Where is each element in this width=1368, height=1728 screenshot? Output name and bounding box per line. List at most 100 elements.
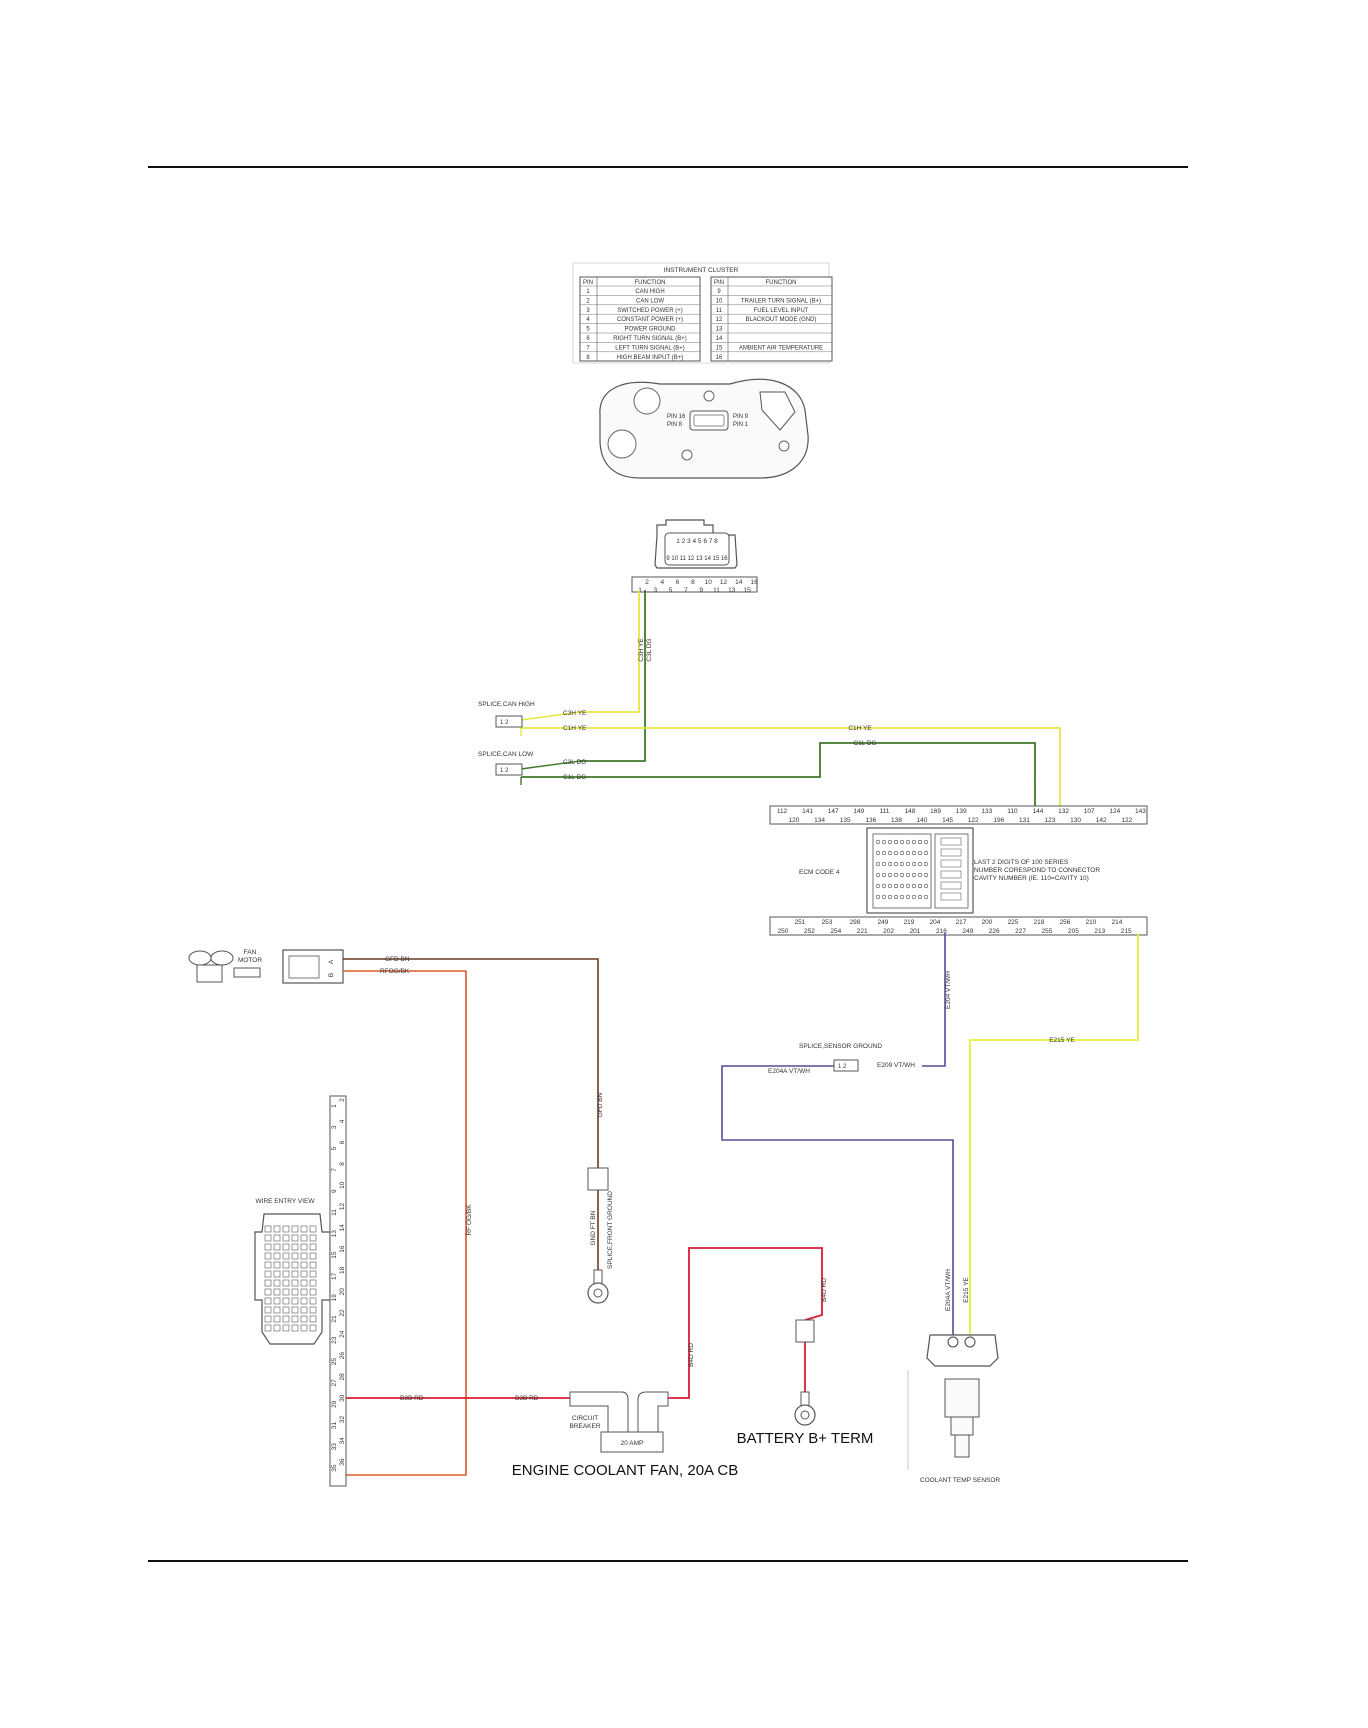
ecm-cavity xyxy=(905,883,911,889)
ecm-cavity xyxy=(911,883,917,889)
ecm-cavity xyxy=(899,883,905,889)
c1l-splice-label: C1L DG xyxy=(563,774,586,781)
wire-entry-cavity xyxy=(264,1234,272,1242)
ecm-cavity xyxy=(899,850,905,856)
c3l-wire-label: C3L DG xyxy=(646,638,653,661)
ecm-bottom-pin: 225 xyxy=(1008,919,1019,926)
e204a-sensor-label: E204A VT/WH xyxy=(945,1269,952,1311)
ecm-bottom-pin: 202 xyxy=(883,928,894,935)
cluster-table-title: INSTRUMENT CLUSTER xyxy=(664,267,739,274)
wire-entry-cavity xyxy=(264,1315,272,1323)
c3l-splice-label: C3L DG xyxy=(563,759,586,766)
wire-entry-connector: WIRE ENTRY VIEW 135791113151719212325272… xyxy=(254,1095,347,1487)
ecm-top-pin: 120 xyxy=(789,817,800,824)
ecm-cavity xyxy=(917,861,923,867)
ecm-cavity xyxy=(875,861,881,867)
cluster-strip-pin-even: 6 xyxy=(676,579,680,586)
ecm-top-pin: 145 xyxy=(942,817,953,824)
wire-entry-cavity xyxy=(282,1261,290,1269)
pin-16-label: PIN 16 xyxy=(667,414,686,420)
wire-entry-cavity xyxy=(309,1297,317,1305)
b3b-left-label: B3B RD xyxy=(400,1395,424,1402)
wire-entry-cavity xyxy=(300,1243,308,1251)
wire-entry-cavity xyxy=(309,1243,317,1251)
wire-entry-cavity xyxy=(264,1297,272,1305)
ecm-top-pin: 149 xyxy=(853,808,864,815)
ecm-cavity xyxy=(875,850,881,856)
e204a-left-label: E204A VT/WH xyxy=(768,1068,810,1075)
wire-entry-pin-even: 32 xyxy=(339,1416,346,1424)
ecm-cavity xyxy=(875,894,881,900)
wire-entry-cavity xyxy=(273,1297,281,1305)
circuit-breaker: 20 AMP CIRCUIT BREAKER xyxy=(569,1391,669,1453)
wire-entry-pin-even: 6 xyxy=(339,1140,346,1144)
ecm-bottom-pin: 205 xyxy=(1068,928,1079,935)
wire-entry-pin-even: 4 xyxy=(339,1119,346,1123)
wire-entry-cavity xyxy=(291,1243,299,1251)
battery-caption: BATTERY B+ TERM xyxy=(737,1430,874,1447)
wire-entry-cavity xyxy=(291,1297,299,1305)
wire-entry-pin-even: 12 xyxy=(339,1203,346,1211)
wire-entry-cavity xyxy=(291,1270,299,1278)
c3h-wire-label: C3H YE xyxy=(638,638,645,662)
gfd-top-label: GFD BN xyxy=(385,956,410,963)
ecm-top-pin: 111 xyxy=(879,808,889,815)
ecm-cavity xyxy=(893,850,899,856)
ecm-top-pin: 122 xyxy=(968,817,979,824)
wire-entry-cavity xyxy=(291,1306,299,1314)
wire-entry-cavity xyxy=(273,1270,281,1278)
ecm-cavity xyxy=(875,839,881,845)
breaker-label-2: BREAKER xyxy=(569,1423,600,1430)
cluster-left-pin: 6 xyxy=(586,336,590,342)
wire-entry-cavity xyxy=(273,1279,281,1287)
wire-entry-view-label: WIRE ENTRY VIEW xyxy=(256,1198,316,1205)
ecm-cavity xyxy=(875,883,881,889)
pin-8-label: PIN 8 xyxy=(667,422,683,428)
wire-entry-pin-odd: 19 xyxy=(331,1294,338,1302)
ecm-cavity xyxy=(917,894,923,900)
ecm-cavity xyxy=(917,883,923,889)
wire-entry-pin-even: 24 xyxy=(339,1330,346,1338)
wire-entry-cavity xyxy=(291,1225,299,1233)
ecm-bottom-pin: 251 xyxy=(795,919,806,926)
splice-can-low-label: SPLICE,CAN LOW xyxy=(478,751,534,758)
ecm-cavity xyxy=(887,883,893,889)
ecm-top-pin: 138 xyxy=(891,817,902,824)
wire-entry-cavity xyxy=(300,1279,308,1287)
wire-entry-pin-even: 18 xyxy=(339,1266,346,1274)
wire-entry-cavity xyxy=(309,1225,317,1233)
pin-9-label: PIN 9 xyxy=(733,414,749,420)
ecm-top-pin: 130 xyxy=(1070,817,1081,824)
cluster-right-pin: 12 xyxy=(716,317,723,323)
wire-entry-cavity xyxy=(300,1306,308,1314)
wire-entry-cavity xyxy=(309,1306,317,1314)
pin-1-label: PIN 1 xyxy=(733,422,749,428)
wire-entry-pin-odd: 13 xyxy=(331,1230,338,1238)
wire-entry-pin-even: 10 xyxy=(339,1181,346,1189)
ecm-bottom-pin: 298 xyxy=(850,919,861,926)
ecm-cavity xyxy=(905,839,911,845)
splice-can-high-label: SPLICE,CAN HIGH xyxy=(478,701,535,708)
ecm-latch xyxy=(940,848,962,857)
cluster-strip-pin-odd: 15 xyxy=(743,587,751,594)
ecm-cavity xyxy=(893,872,899,878)
wire-entry-cavity xyxy=(309,1315,317,1323)
ecm-cavity xyxy=(893,883,899,889)
coolant-temp-sensor-label: COOLANT TEMP SENSOR xyxy=(920,1477,1000,1484)
wire-entry-cavity xyxy=(291,1261,299,1269)
ecm-top-pin: 143 xyxy=(1135,808,1146,815)
wire-entry-pin-even: 30 xyxy=(339,1394,346,1402)
ecm-cavity xyxy=(923,850,929,856)
wire-entry-cavity xyxy=(282,1234,290,1242)
ecm-bottom-pin: 201 xyxy=(910,928,921,935)
ecm-cavity xyxy=(887,861,893,867)
ecm-bottom-pin: 253 xyxy=(822,919,833,926)
ecm-cavity xyxy=(899,872,905,878)
ecm-cavity xyxy=(905,894,911,900)
cluster-strip-pin-even: 10 xyxy=(705,579,713,586)
ecm-top-pin: 148 xyxy=(905,808,916,815)
ecm-cavity xyxy=(923,839,929,845)
cluster-right-function: FUEL LEVEL INPUT xyxy=(754,308,809,314)
ecm-bottom-pin: 227 xyxy=(1015,928,1026,935)
